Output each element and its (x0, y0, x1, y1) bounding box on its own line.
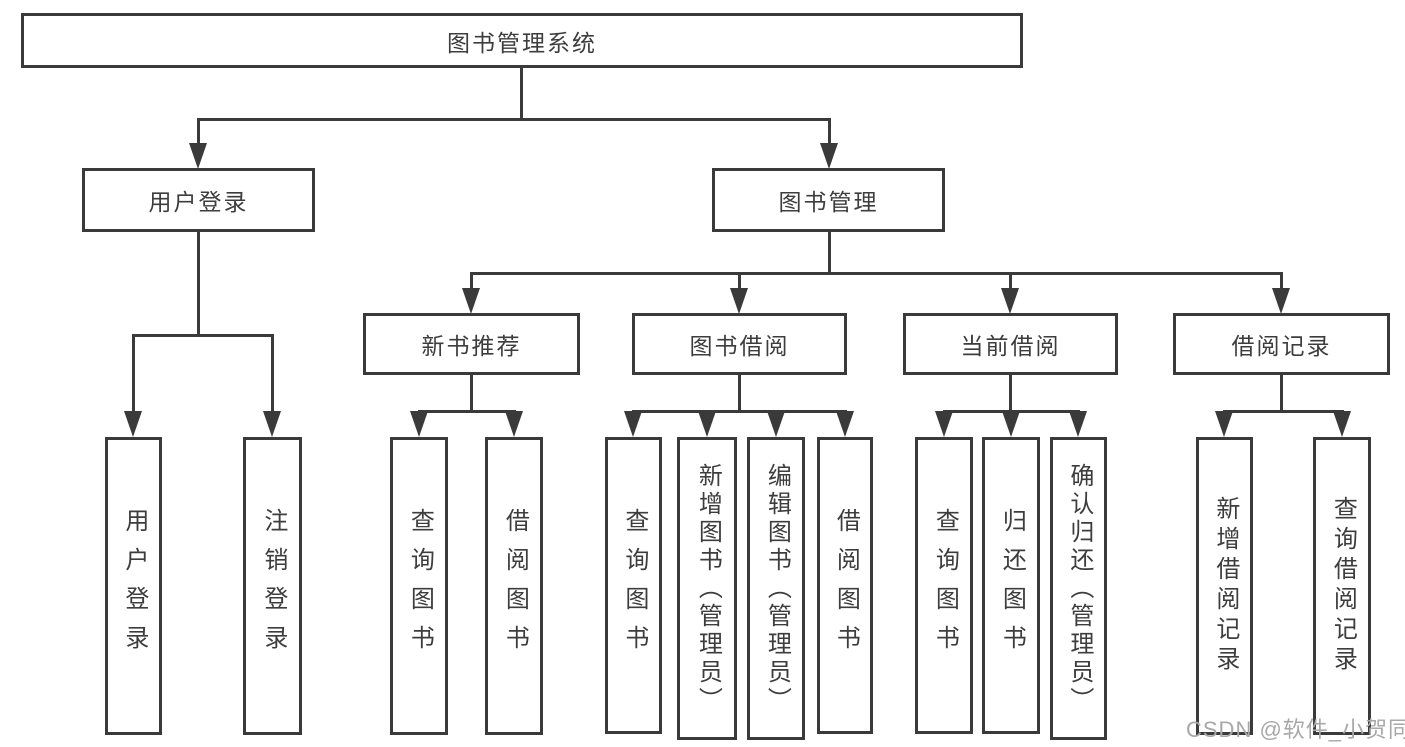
node-new-book-recommend: 新书推荐 (363, 313, 580, 375)
connector-line (828, 118, 831, 146)
node-borrow-records-label: 借阅记录 (1231, 333, 1332, 359)
arrow-down-icon (1333, 411, 1351, 437)
node-book-management-label: 图书管理 (778, 189, 879, 215)
node-borrow-records: 借阅记录 (1173, 313, 1390, 375)
leaf-query-books-current-label: 查询图书 (931, 507, 959, 664)
leaf-user-login: 用户登录 (105, 437, 162, 735)
node-book-borrowing-label: 图书借阅 (689, 333, 790, 359)
connector-line (1223, 410, 1344, 413)
node-user-login-label: 用户登录 (148, 189, 249, 215)
arrow-down-icon (1002, 411, 1020, 437)
arrow-down-icon (624, 411, 642, 437)
leaf-borrow-books-label: 借阅图书 (832, 507, 860, 664)
leaf-confirm-return-admin-label: 确认归还（管理员） (1065, 462, 1093, 715)
leaf-edit-book-admin: 编辑图书（管理员） (747, 437, 805, 740)
leaf-query-books-recommend: 查询图书 (390, 437, 448, 735)
arrow-down-icon (462, 288, 480, 314)
arrow-down-icon (1001, 288, 1019, 314)
connector-line (738, 272, 741, 292)
arrow-down-icon (698, 411, 716, 437)
arrow-down-icon (935, 411, 953, 437)
connector-line (1009, 272, 1012, 292)
leaf-query-borrow-record-label: 查询借阅记录 (1329, 496, 1357, 676)
connector-line (470, 272, 1283, 275)
connector-line (132, 334, 135, 414)
leaf-user-login-label: 用户登录 (120, 508, 148, 664)
leaf-borrow-books-recommend-label: 借阅图书 (501, 508, 529, 664)
leaf-borrow-books: 借阅图书 (817, 437, 873, 734)
leaf-return-books-label: 归还图书 (998, 507, 1026, 664)
leaf-confirm-return-admin: 确认归还（管理员） (1050, 437, 1107, 740)
connector-line (197, 118, 200, 146)
leaf-query-books-borrowing: 查询图书 (605, 437, 662, 734)
connector-line (418, 410, 516, 413)
node-root-label: 图书管理系统 (447, 29, 597, 56)
arrow-down-icon (836, 411, 854, 437)
csdn-watermark: CSDN @软件_小贺同学 (1186, 717, 1405, 742)
connector-line (632, 410, 847, 413)
arrow-down-icon (263, 411, 281, 437)
arrow-down-icon (505, 411, 523, 437)
connector-line (132, 334, 274, 337)
connector-line (470, 374, 473, 410)
connector-line (1280, 374, 1283, 410)
leaf-logout: 注销登录 (243, 437, 302, 735)
arrow-down-icon (1272, 288, 1290, 314)
leaf-borrow-books-recommend: 借阅图书 (485, 437, 543, 735)
leaf-edit-book-admin-label: 编辑图书（管理员） (763, 462, 791, 715)
leaf-query-books-current: 查询图书 (915, 437, 973, 734)
connector-line (271, 334, 274, 414)
leaf-add-book-admin-label: 新增图书（管理员） (694, 462, 722, 715)
node-root-library-management-system: 图书管理系统 (21, 13, 1023, 68)
arrow-down-icon (820, 143, 838, 169)
node-book-management: 图书管理 (712, 168, 945, 232)
arrow-down-icon (730, 288, 748, 314)
leaf-query-books-borrowing-label: 查询图书 (620, 507, 648, 664)
connector-line (828, 232, 831, 272)
leaf-add-borrow-record: 新增借阅记录 (1196, 437, 1253, 735)
node-book-borrowing: 图书借阅 (632, 313, 847, 375)
connector-line (1280, 272, 1283, 292)
connector-line (520, 68, 523, 118)
node-new-book-recommend-label: 新书推荐 (421, 333, 522, 359)
connector-line (197, 118, 831, 121)
node-current-borrowing: 当前借阅 (903, 313, 1118, 375)
arrow-down-icon (124, 411, 142, 437)
node-current-borrowing-label: 当前借阅 (960, 333, 1061, 359)
connector-line (738, 374, 741, 410)
connector-line (470, 272, 473, 292)
arrow-down-icon (1215, 411, 1233, 437)
arrow-down-icon (189, 143, 207, 169)
connector-line (1009, 374, 1012, 410)
leaf-add-borrow-record-label: 新增借阅记录 (1211, 496, 1239, 676)
connector-line (197, 232, 200, 334)
leaf-logout-label: 注销登录 (259, 508, 287, 664)
node-user-login: 用户登录 (82, 168, 315, 232)
arrow-down-icon (767, 411, 785, 437)
arrow-down-icon (410, 411, 428, 437)
arrow-down-icon (1069, 411, 1087, 437)
leaf-query-books-recommend-label: 查询图书 (406, 508, 434, 664)
leaf-query-borrow-record: 查询借阅记录 (1313, 437, 1371, 735)
leaf-add-book-admin: 新增图书（管理员） (677, 437, 737, 740)
leaf-return-books: 归还图书 (982, 437, 1040, 734)
